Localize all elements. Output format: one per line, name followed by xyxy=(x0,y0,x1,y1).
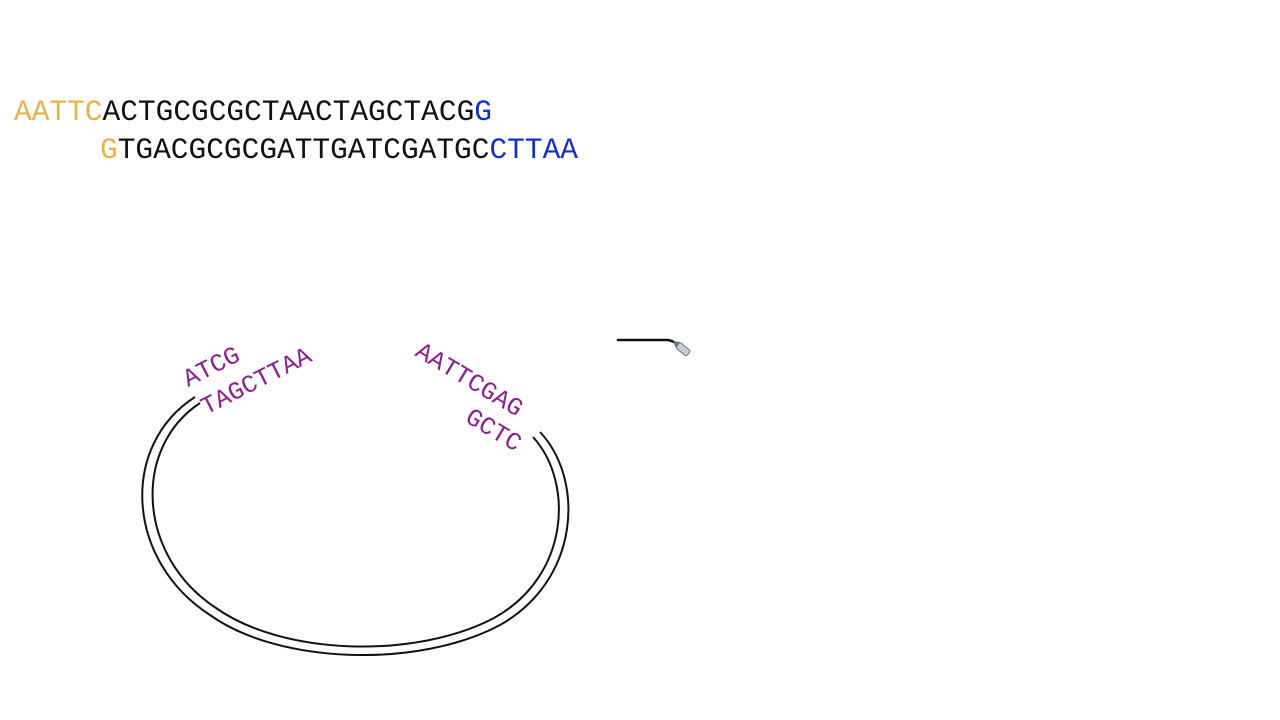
plasmid-backbone-inner xyxy=(151,402,560,648)
pen-cursor xyxy=(616,338,691,357)
top-strand-overhang-left: AATTC xyxy=(14,95,103,129)
plasmid-right-end-outer: AATTCGAG xyxy=(410,337,528,424)
pen-stroke xyxy=(616,338,680,347)
plasmid-backbone-outer xyxy=(141,396,570,656)
top-strand-core: ACTGCGCGCTAACTAGCTACG xyxy=(102,95,475,129)
bottom-strand-end-left: G xyxy=(100,133,118,167)
insert-top-strand: AATTCACTGCGCGCTAACTAGCTACGG xyxy=(14,95,492,129)
bottom-strand-core: TGACGCGCGATTGATCGATGC xyxy=(117,133,490,167)
insert-bottom-strand: GTGACGCGCGATTGATCGATGCCTTAA xyxy=(100,133,578,167)
bottom-strand-overhang-right: CTTAA xyxy=(489,133,578,167)
pen-icon xyxy=(673,340,691,357)
top-strand-end-right: G xyxy=(474,95,492,129)
plasmid-backbone xyxy=(141,396,570,656)
